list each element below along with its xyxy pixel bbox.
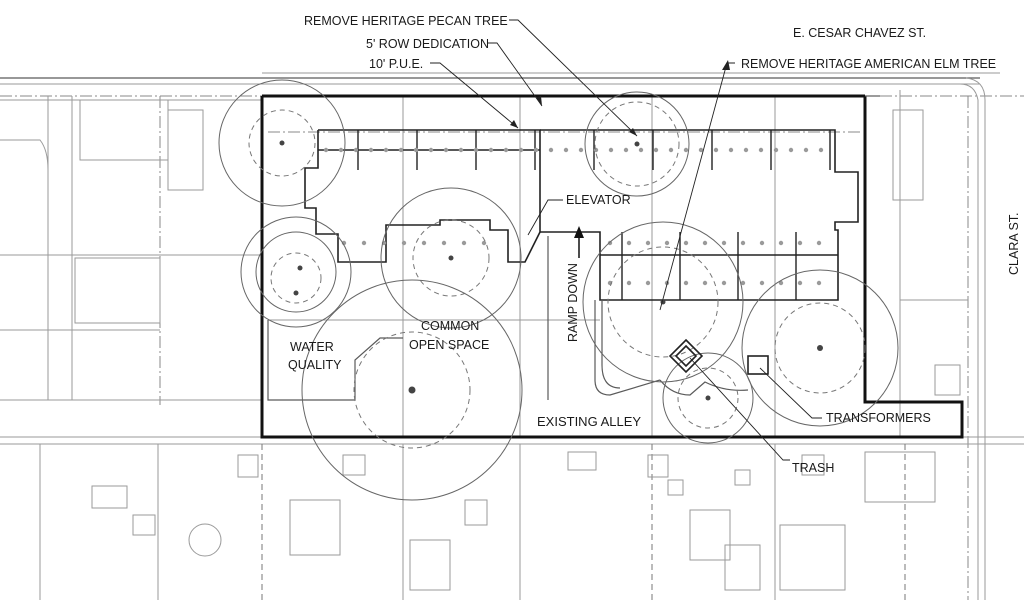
column-dot xyxy=(626,280,632,286)
label-trash: TRASH xyxy=(792,461,834,475)
tree-center xyxy=(380,187,522,329)
column-dot xyxy=(797,240,803,246)
column-dot xyxy=(398,147,404,153)
column-dot xyxy=(683,280,689,286)
column-dot xyxy=(702,280,708,286)
label-ramp-down: RAMP DOWN xyxy=(566,263,580,342)
column-dot xyxy=(797,280,803,286)
column-dot xyxy=(664,240,670,246)
column-dot xyxy=(645,280,651,286)
label-remove-pecan: REMOVE HERITAGE PECAN TREE xyxy=(304,14,508,28)
ramp-down xyxy=(547,226,661,400)
label-pue: 10' P.U.E. xyxy=(369,57,423,71)
column-dot xyxy=(428,147,434,153)
column-dot xyxy=(740,280,746,286)
building-east xyxy=(540,129,859,301)
column-dot xyxy=(441,240,447,246)
label-elevator: ELEVATOR xyxy=(566,193,631,207)
column-dot xyxy=(778,240,784,246)
label-remove-elm: REMOVE HERITAGE AMERICAN ELM TREE xyxy=(741,57,996,71)
column-dot xyxy=(368,147,374,153)
column-dot xyxy=(668,147,674,153)
column-dot xyxy=(607,240,613,246)
column-dot xyxy=(341,240,347,246)
tree-nw xyxy=(218,79,346,207)
column-dot xyxy=(488,147,494,153)
column-dot xyxy=(548,147,554,153)
column-dot xyxy=(788,147,794,153)
column-dot xyxy=(383,147,389,153)
column-dot xyxy=(401,240,407,246)
column-dot xyxy=(721,240,727,246)
column-dot xyxy=(593,147,599,153)
column-dot xyxy=(626,240,632,246)
column-dot xyxy=(721,280,727,286)
tree-trash xyxy=(662,352,754,444)
trash-enclosure xyxy=(668,338,704,374)
column-dot xyxy=(816,280,822,286)
column-dot xyxy=(698,147,704,153)
column-dot xyxy=(638,147,644,153)
column-dot xyxy=(578,147,584,153)
column-dot xyxy=(421,240,427,246)
tree-east xyxy=(741,269,899,427)
column-dot xyxy=(778,280,784,286)
label-row-dedication: 5' ROW DEDICATION xyxy=(366,37,489,51)
label-street-north: E. CESAR CHAVEZ ST. xyxy=(793,26,926,40)
label-transformers: TRANSFORMERS xyxy=(826,411,931,425)
column-dot xyxy=(458,147,464,153)
column-dot xyxy=(816,240,822,246)
column-dot xyxy=(461,240,467,246)
column-dot xyxy=(702,240,708,246)
leader-arrowheads xyxy=(510,60,730,136)
column-dot xyxy=(728,147,734,153)
column-dot xyxy=(518,147,524,153)
leader-lines xyxy=(430,19,822,461)
labels: REMOVE HERITAGE PECAN TREE 5' ROW DEDICA… xyxy=(288,14,1021,475)
label-common-1: COMMON xyxy=(421,319,479,333)
column-dot xyxy=(740,240,746,246)
column-dot xyxy=(683,147,689,153)
trees xyxy=(218,79,899,501)
column-dot xyxy=(563,147,569,153)
tree-west-cluster xyxy=(240,216,352,328)
column-dot xyxy=(803,147,809,153)
column-dot xyxy=(645,240,651,246)
label-common-2: OPEN SPACE xyxy=(409,338,489,352)
label-water-2: QUALITY xyxy=(288,358,342,372)
column-dot xyxy=(481,240,487,246)
column-dot xyxy=(653,147,659,153)
column-dot xyxy=(608,147,614,153)
column-dot xyxy=(413,147,419,153)
tree-pecan xyxy=(584,91,690,197)
tree-open-space xyxy=(301,279,523,501)
label-water-1: WATER xyxy=(290,340,334,354)
column-dot xyxy=(773,147,779,153)
column-dots xyxy=(323,147,824,286)
column-dot xyxy=(443,147,449,153)
column-dot xyxy=(818,147,824,153)
column-dot xyxy=(338,147,344,153)
column-dot xyxy=(683,240,689,246)
column-dot xyxy=(361,240,367,246)
column-dot xyxy=(759,280,765,286)
column-dot xyxy=(713,147,719,153)
label-street-east: CLARA ST. xyxy=(1007,212,1021,275)
column-dot xyxy=(623,147,629,153)
tree-elm xyxy=(582,221,744,383)
column-dot xyxy=(503,147,509,153)
label-existing-alley: EXISTING ALLEY xyxy=(537,414,641,429)
context-linework xyxy=(0,72,1024,600)
column-dot xyxy=(743,147,749,153)
column-dot xyxy=(533,147,539,153)
column-dot xyxy=(759,240,765,246)
column-dot xyxy=(323,147,329,153)
column-dot xyxy=(758,147,764,153)
column-dot xyxy=(473,147,479,153)
column-dot xyxy=(353,147,359,153)
ramp-arrow-icon xyxy=(574,226,584,238)
parking-stall-ticks xyxy=(357,130,831,300)
transformer-pad xyxy=(747,355,769,375)
